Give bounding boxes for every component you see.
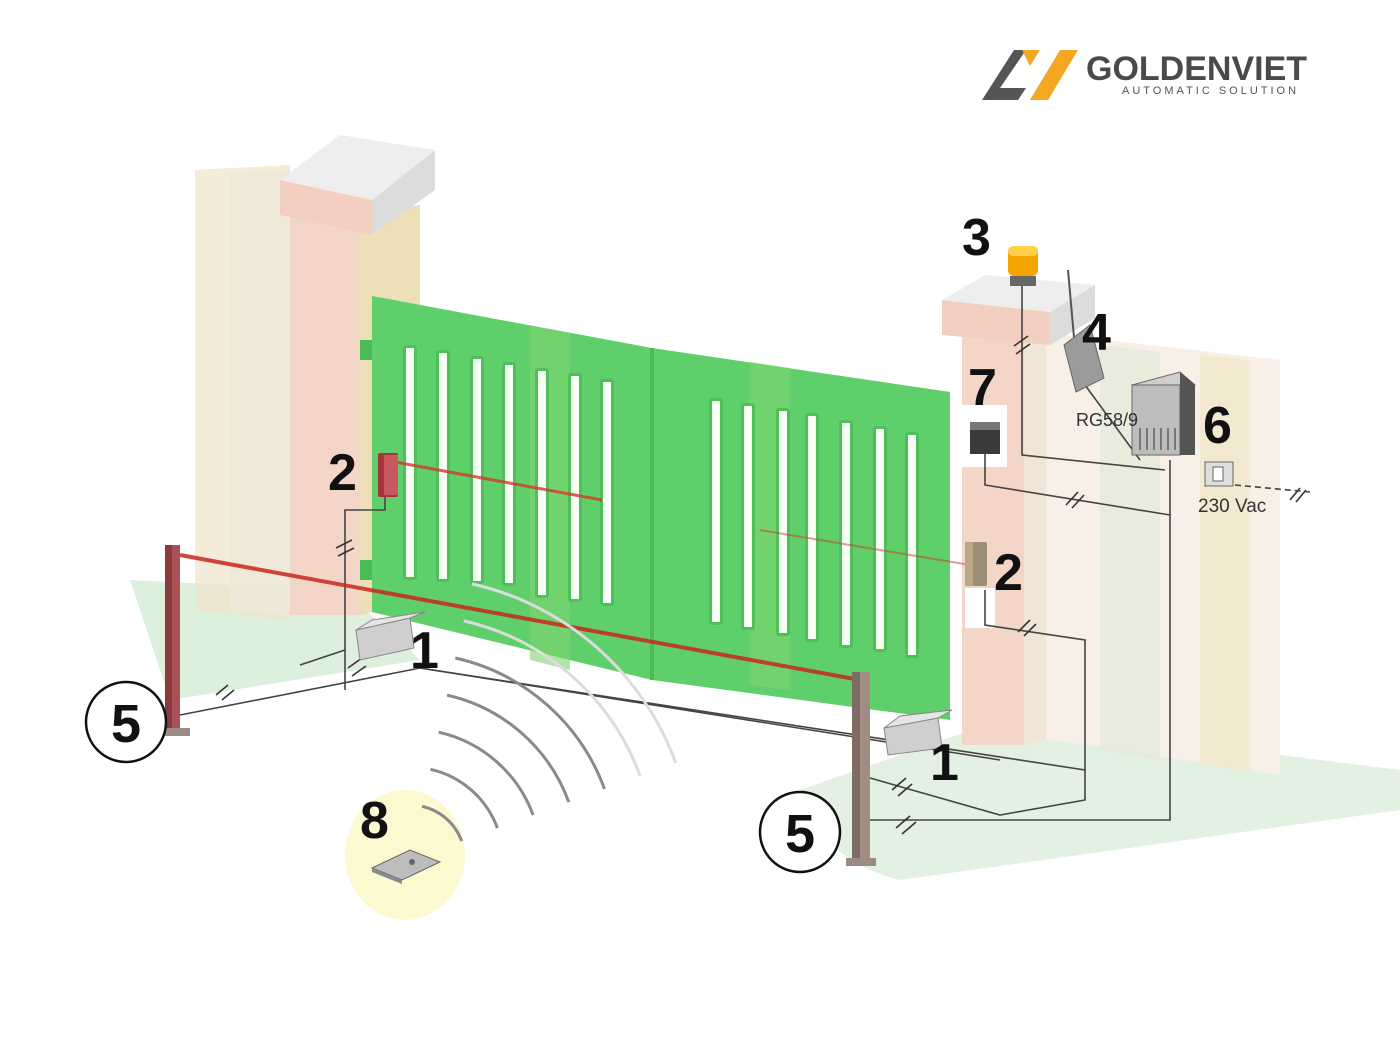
gate-slat-gap-right-0 <box>712 401 720 622</box>
photocell-beams <box>179 460 971 682</box>
remote-control-icon <box>370 849 442 884</box>
beam-upper <box>394 460 603 502</box>
control-box-icon <box>1130 371 1197 456</box>
radio-wave-2 <box>438 730 535 816</box>
flashing-light-icon <box>1008 246 1038 286</box>
radio-wave-4 <box>454 656 606 790</box>
antenna-icon <box>1063 269 1105 393</box>
radio-waves <box>421 582 678 842</box>
radio-wave-5 <box>463 619 642 777</box>
gate-slat-gap-right-3 <box>808 416 816 639</box>
brand-name: GOLDENVIET <box>1086 50 1307 88</box>
mains-cable <box>1234 484 1311 493</box>
label-post-left: 5 <box>84 680 168 764</box>
gate-slat-gap-left-0 <box>406 348 414 577</box>
motor-right <box>883 709 953 756</box>
svg-text:5: 5 <box>785 804 815 864</box>
photocell-left <box>378 453 398 497</box>
radio-wave-0 <box>421 804 464 842</box>
gate-slat-gap-right-5 <box>876 429 884 649</box>
post-right <box>846 672 876 866</box>
brand-tagline: AUTOMATIC SOLUTION <box>1122 85 1299 97</box>
label-antenna: 4 <box>1082 304 1111 362</box>
gate-slat-gap-left-5 <box>571 376 579 599</box>
gate-slat-gap-left-1 <box>439 353 447 579</box>
motor-left <box>355 611 426 661</box>
cable-spec-label: RG58/9 <box>1076 410 1138 430</box>
svg-text:5: 5 <box>111 694 141 754</box>
label-key-selector: 7 <box>968 359 997 417</box>
label-control-box: 6 <box>1203 397 1232 455</box>
gate-slat-gap-left-6 <box>603 382 611 603</box>
label-photocell-right: 2 <box>994 544 1023 602</box>
power-label: 230 Vac <box>1198 496 1266 517</box>
gate-slat-gap-right-2 <box>779 411 787 633</box>
gate-slats <box>403 345 919 658</box>
right-pillar <box>942 275 1095 745</box>
gate-slat-gap-left-2 <box>473 359 481 581</box>
label-post-right: 5 <box>758 790 842 874</box>
brand-logo: GOLDENVIET AUTOMATIC SOLUTION <box>982 50 1307 100</box>
gate-slat-gap-right-4 <box>842 423 850 645</box>
gate-slat-gap-right-1 <box>744 406 752 627</box>
mains-switch-icon <box>1204 461 1234 487</box>
label-motor-right: 1 <box>930 734 959 792</box>
radio-wave-6 <box>471 582 678 764</box>
beam-lower <box>179 553 861 682</box>
radio-wave-1 <box>430 767 499 829</box>
key-selector-icon <box>970 422 1000 454</box>
photocell-right <box>965 542 987 586</box>
label-photocell-left: 2 <box>328 444 357 502</box>
label-remote: 8 <box>360 792 389 850</box>
gate-slat-gap-left-3 <box>505 365 513 583</box>
logo-mark-icon <box>982 50 1026 100</box>
post-left <box>162 545 190 736</box>
radio-wave-3 <box>446 693 571 803</box>
label-motor-left: 1 <box>410 622 439 680</box>
label-flashing-light: 3 <box>962 209 991 267</box>
gate-slat-gap-right-6 <box>908 435 916 655</box>
gate-slat-gap-left-4 <box>538 371 546 595</box>
